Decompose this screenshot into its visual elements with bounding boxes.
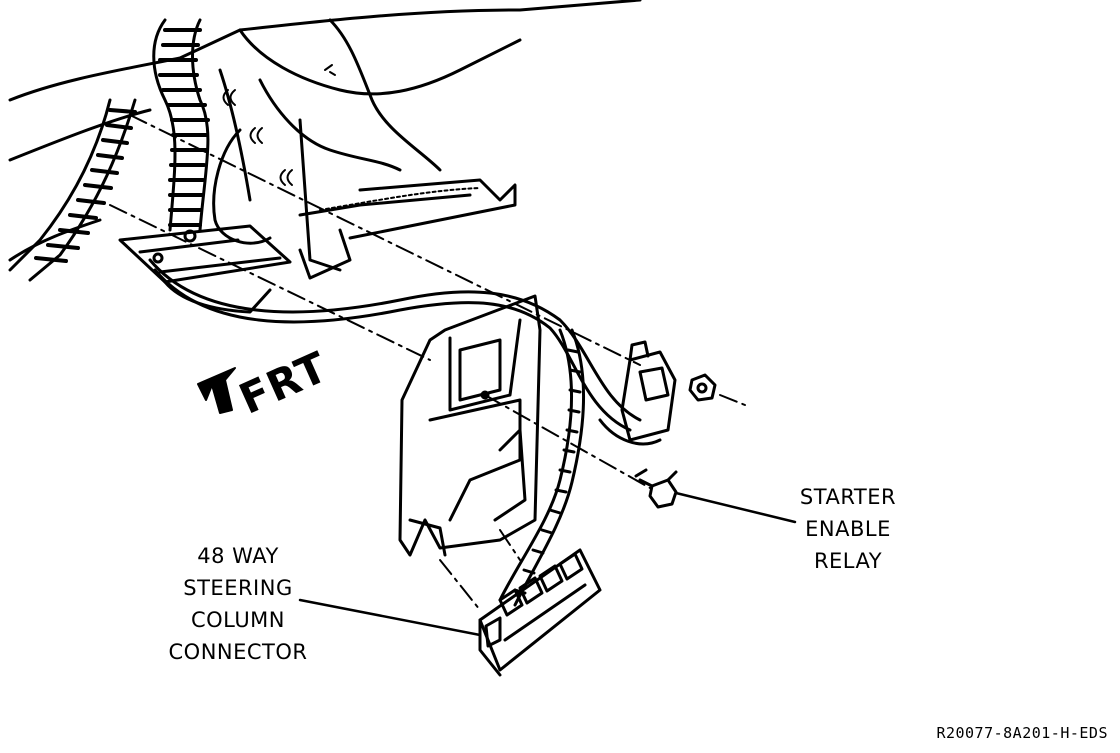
wiring-harness bbox=[8, 18, 210, 282]
fasteners bbox=[634, 373, 717, 509]
assembly-lines bbox=[109, 114, 746, 611]
label-line: STEERING bbox=[183, 576, 293, 600]
label-line: ENABLE bbox=[805, 517, 891, 541]
detail-marks bbox=[222, 64, 336, 186]
label-line: CONNECTOR bbox=[168, 640, 308, 664]
starter-enable-relay-label: STARTER ENABLE RELAY bbox=[786, 481, 910, 577]
label-line: COLUMN bbox=[190, 608, 286, 632]
figure-id: R20077-8A201-H-EDS bbox=[936, 724, 1108, 742]
starter-enable-relay-drawing bbox=[598, 340, 677, 446]
label-line: STARTER bbox=[799, 485, 897, 509]
label-line: 48 WAY bbox=[197, 544, 279, 568]
dash-panel-structure bbox=[8, 0, 642, 280]
relay-harness bbox=[148, 258, 642, 607]
steering-column-connector-label: 48 WAY STEERING COLUMN CONNECTOR bbox=[160, 540, 316, 668]
front-arrow-icon bbox=[197, 367, 236, 414]
leader-lines bbox=[298, 491, 797, 637]
connector-bracket bbox=[398, 294, 542, 557]
steering-column-connector-drawing bbox=[478, 548, 602, 677]
label-line: RELAY bbox=[813, 549, 883, 573]
